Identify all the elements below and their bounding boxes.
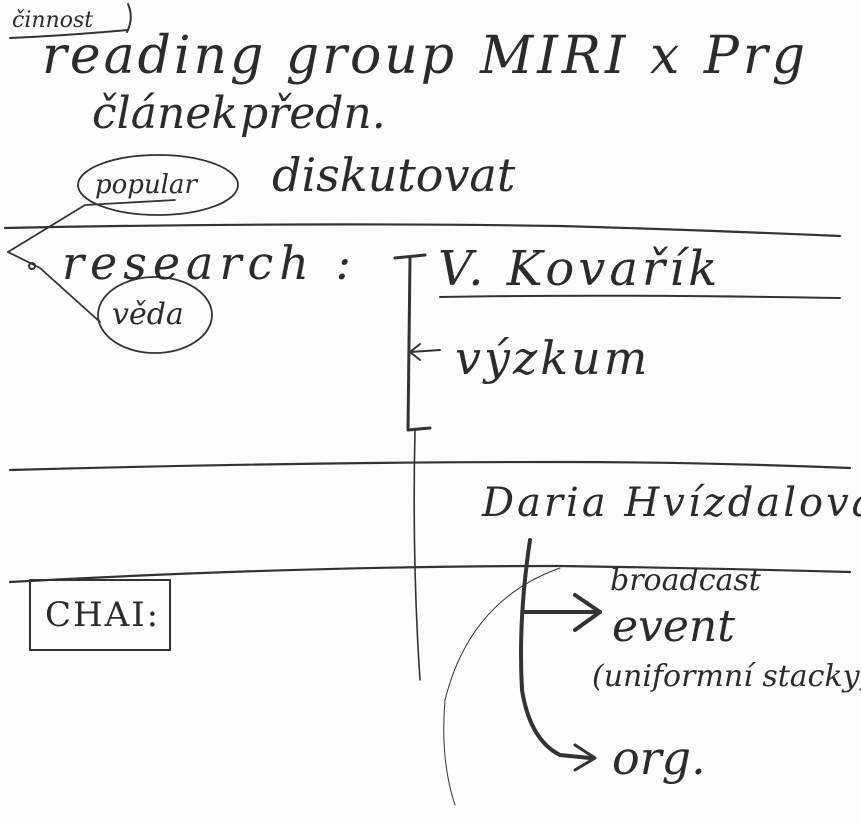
event-label: event [612,601,735,652]
cinnost-bracket [126,3,132,33]
predn-label: předn. [240,88,386,139]
daria-bracket [519,538,592,760]
popular-circle [77,154,239,216]
divider-line-2 [8,460,852,472]
uniformni-label: (uniformní stacky) [592,659,861,694]
veda-circle [97,276,213,354]
clanek-label: článek [92,88,238,139]
faint-curve [443,567,561,806]
diskutovat-label: diskutovat [272,148,516,202]
vyzkum-arrow [409,343,441,361]
popular-label: popular [95,170,197,200]
research-label: research : [62,236,357,290]
divider-line-1 [3,223,842,238]
veda-label: věda [112,297,184,332]
kovarik-bracket [393,253,432,432]
reading-group-title: reading group [42,26,458,86]
kovarik-underline [439,294,841,299]
chai-box [29,579,171,651]
daria-label: Daria Hvízdalová [482,480,861,526]
chai-label: CHAI: [45,595,161,635]
event-arrow [523,593,602,632]
vertical-line [413,429,421,681]
org-arrow-head [573,743,597,772]
broadcast-label: broadcast [610,563,761,598]
org-label: org. [612,731,706,785]
divider-line-3 [8,564,852,584]
cinnost-underline [9,29,129,39]
kovarik-label: V. Kovařík [438,241,722,297]
research-dot [28,262,36,270]
cinnost-label: činnost [12,8,94,33]
miri-prg-title: MIRI x Prg [480,26,809,86]
vyzkum-label: výzkum [455,331,651,385]
arrow-to-popular [7,199,176,253]
arrow-to-veda [7,251,101,323]
